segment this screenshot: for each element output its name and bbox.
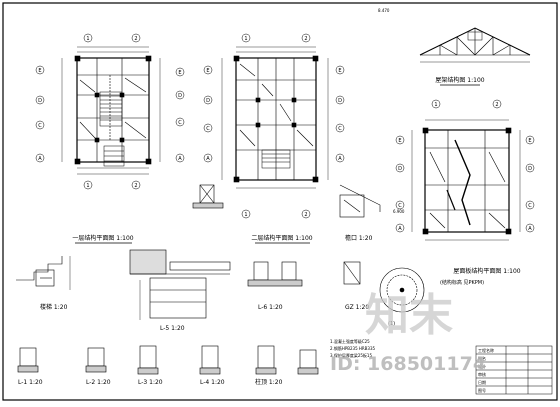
detail-stair-section	[16, 256, 71, 290]
svg-text:C: C	[38, 123, 42, 129]
svg-text:1: 1	[244, 36, 247, 42]
svg-text:E: E	[528, 138, 531, 144]
note-2: 2.钢筋HPB235 HRB335	[330, 345, 376, 351]
plan-second-floor	[221, 46, 329, 189]
svg-text:2: 2	[495, 102, 498, 108]
note-1: 1.混凝土强度等级C25	[330, 338, 370, 344]
svg-text:E: E	[206, 68, 209, 74]
watermark-brand: 知末	[365, 290, 453, 341]
svg-text:E: E	[338, 68, 341, 74]
elevation-eave: 6.900	[393, 209, 405, 214]
title-l6-detail: L-6 1:20	[258, 304, 283, 311]
svg-text:E: E	[38, 68, 41, 74]
title-eave-detail: 檐口 1:20	[345, 234, 373, 242]
title-block-row-1: 工程名称	[478, 347, 494, 353]
svg-text:A: A	[206, 156, 210, 162]
detail-column-section	[192, 184, 224, 209]
title-l4-detail: L-4 1:20	[200, 379, 225, 386]
detail-gz-column	[343, 261, 361, 285]
svg-text:A: A	[178, 156, 182, 162]
roof-slab-plan-note: (结构标高 见PKPM)	[440, 279, 484, 286]
roof-slab-plan	[411, 119, 521, 241]
svg-text:D: D	[206, 98, 210, 104]
svg-text:1: 1	[434, 102, 437, 108]
plan-second-floor-axis-bubbles: 1 2 1 2 E D C A E D C A	[203, 33, 345, 219]
svg-text:D: D	[338, 98, 342, 104]
svg-text:A: A	[338, 156, 342, 162]
svg-text:A: A	[528, 226, 532, 232]
svg-text:D: D	[178, 93, 182, 99]
title-block-row-3: 设计	[478, 363, 486, 369]
title-gz-detail: GZ 1:20	[345, 304, 369, 311]
detail-beam-l5	[129, 249, 231, 320]
svg-text:1: 1	[86, 36, 89, 42]
svg-text:E: E	[398, 138, 401, 144]
svg-text:D: D	[528, 166, 532, 172]
detail-eave-section	[339, 184, 381, 218]
svg-text:2: 2	[134, 183, 137, 189]
title-l1-detail: L-1 1:20	[18, 379, 43, 386]
roof-truss-elevation	[419, 27, 531, 63]
round-column-label: (1)	[388, 321, 395, 327]
title-roof-slab-plan: 屋面板结构平面图 1:100	[453, 267, 520, 275]
sheet-border	[2, 2, 558, 401]
title-block-row-2: 图名	[478, 355, 486, 361]
svg-text:C: C	[206, 126, 210, 132]
svg-text:2: 2	[304, 212, 307, 218]
title-cap-detail: 柱顶 1:20	[255, 378, 283, 386]
svg-text:E: E	[178, 70, 181, 76]
roof-slab-plan-axis-bubbles: 1 2 E D C A E D C A	[395, 99, 535, 233]
svg-text:C: C	[528, 203, 532, 209]
title-second-floor-plan: 二层结构平面图 1:100	[251, 234, 312, 242]
svg-text:2: 2	[304, 36, 307, 42]
svg-text:C: C	[338, 126, 342, 132]
svg-text:1: 1	[244, 212, 247, 218]
svg-text:C: C	[398, 203, 402, 209]
plan-first-floor	[61, 46, 161, 175]
svg-text:1: 1	[86, 183, 89, 189]
svg-text:D: D	[38, 98, 42, 104]
detail-row-bottom	[17, 345, 319, 375]
title-l5-detail: L-5 1:20	[160, 325, 185, 332]
title-block-row-5: 日期	[478, 379, 486, 385]
detail-round-column	[379, 267, 425, 313]
plan-first-floor-axis-bubbles: 1 2 1 2 E D C A E D C A	[35, 33, 185, 190]
title-first-floor-plan: 一层结构平面图 1:100	[72, 234, 133, 242]
svg-text:A: A	[398, 226, 402, 232]
detail-beam-l6	[247, 261, 303, 287]
title-stair-detail: 楼梯 1:20	[40, 303, 68, 311]
svg-text:C: C	[178, 120, 182, 126]
title-block-row-4: 审核	[478, 371, 486, 377]
note-3: 3.保护层厚度梁25板15	[330, 352, 372, 358]
svg-text:A: A	[38, 156, 42, 162]
title-block	[475, 345, 553, 395]
title-l3-detail: L-3 1:20	[138, 379, 163, 386]
title-roof-truss: 屋架结构图 1:100	[435, 76, 484, 84]
elevation-roof-top: 8.470	[378, 8, 390, 13]
watermark-id: ID: 168501174	[330, 353, 486, 375]
title-l2-detail: L-2 1:20	[86, 379, 111, 386]
title-block-row-6: 图号	[478, 387, 486, 393]
svg-text:2: 2	[134, 36, 137, 42]
svg-text:D: D	[398, 166, 402, 172]
